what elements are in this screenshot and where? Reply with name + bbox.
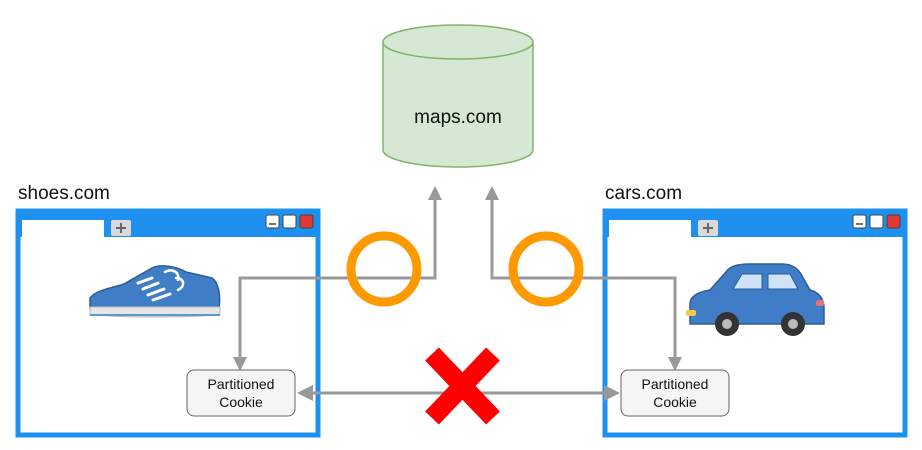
right-cookie-to-database-arrow bbox=[485, 186, 682, 371]
right-maximize-icon[interactable] bbox=[869, 214, 884, 229]
right-cookie-line1: Partitioned bbox=[642, 376, 709, 392]
sneaker-icon bbox=[89, 265, 221, 318]
left-maximize-icon[interactable] bbox=[282, 214, 297, 229]
left-allowed-ring-icon bbox=[346, 231, 422, 307]
left-browser-window bbox=[15, 208, 321, 438]
left-minimize-icon[interactable] bbox=[265, 214, 280, 229]
left-window-tab[interactable] bbox=[22, 220, 104, 237]
maps-database: maps.com bbox=[382, 24, 534, 168]
left-site-label: shoes.com bbox=[18, 183, 110, 204]
database-body bbox=[382, 42, 534, 168]
blocked-cross-icon bbox=[425, 347, 500, 425]
right-close-icon[interactable] bbox=[886, 214, 901, 229]
left-new-tab-button[interactable] bbox=[111, 220, 131, 236]
car-icon bbox=[686, 263, 825, 336]
right-minimize-icon[interactable] bbox=[852, 214, 867, 229]
right-new-tab-button[interactable] bbox=[698, 220, 718, 236]
right-partitioned-cookie: Partitioned Cookie bbox=[620, 369, 730, 417]
database-label: maps.com bbox=[414, 107, 502, 128]
left-cookie-to-database-arrow bbox=[233, 186, 442, 371]
right-allowed-ring-icon bbox=[508, 231, 584, 307]
right-window-tab[interactable] bbox=[609, 220, 691, 237]
left-cookie-line1: Partitioned bbox=[208, 376, 275, 392]
left-close-icon[interactable] bbox=[299, 214, 314, 229]
database-top bbox=[382, 24, 534, 60]
left-partitioned-cookie: Partitioned Cookie bbox=[186, 369, 296, 417]
right-site-label: cars.com bbox=[605, 183, 682, 204]
right-cookie-line2: Cookie bbox=[653, 394, 697, 410]
left-cookie-line2: Cookie bbox=[219, 394, 263, 410]
